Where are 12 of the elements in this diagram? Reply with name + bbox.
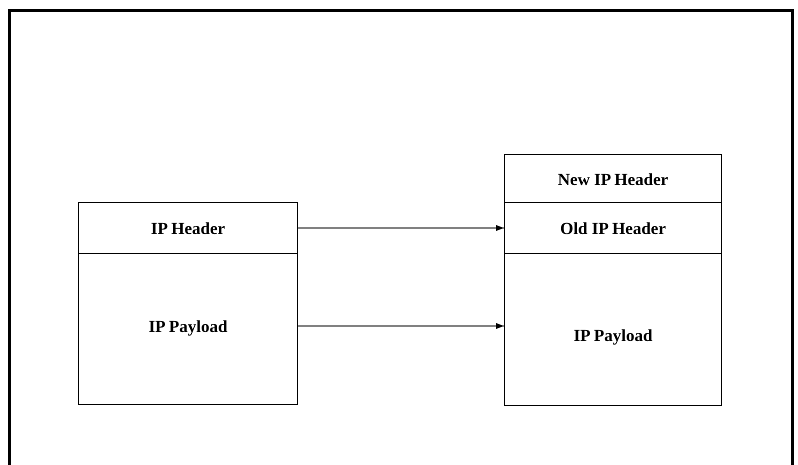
- packet-field-box: [504, 154, 722, 203]
- field-label: IP Payload: [572, 327, 654, 344]
- arrow: [298, 323, 504, 329]
- packet-field-box: [504, 253, 722, 406]
- packet-field-box: [78, 253, 298, 405]
- field-label: IP Header: [150, 220, 226, 237]
- packet-field-box: [78, 202, 298, 254]
- field-label: IP Payload: [148, 318, 228, 335]
- packet-field-box: [504, 202, 722, 254]
- field-label: Old IP Header: [559, 220, 667, 237]
- arrow: [298, 225, 504, 231]
- field-label: New IP Header: [556, 170, 670, 188]
